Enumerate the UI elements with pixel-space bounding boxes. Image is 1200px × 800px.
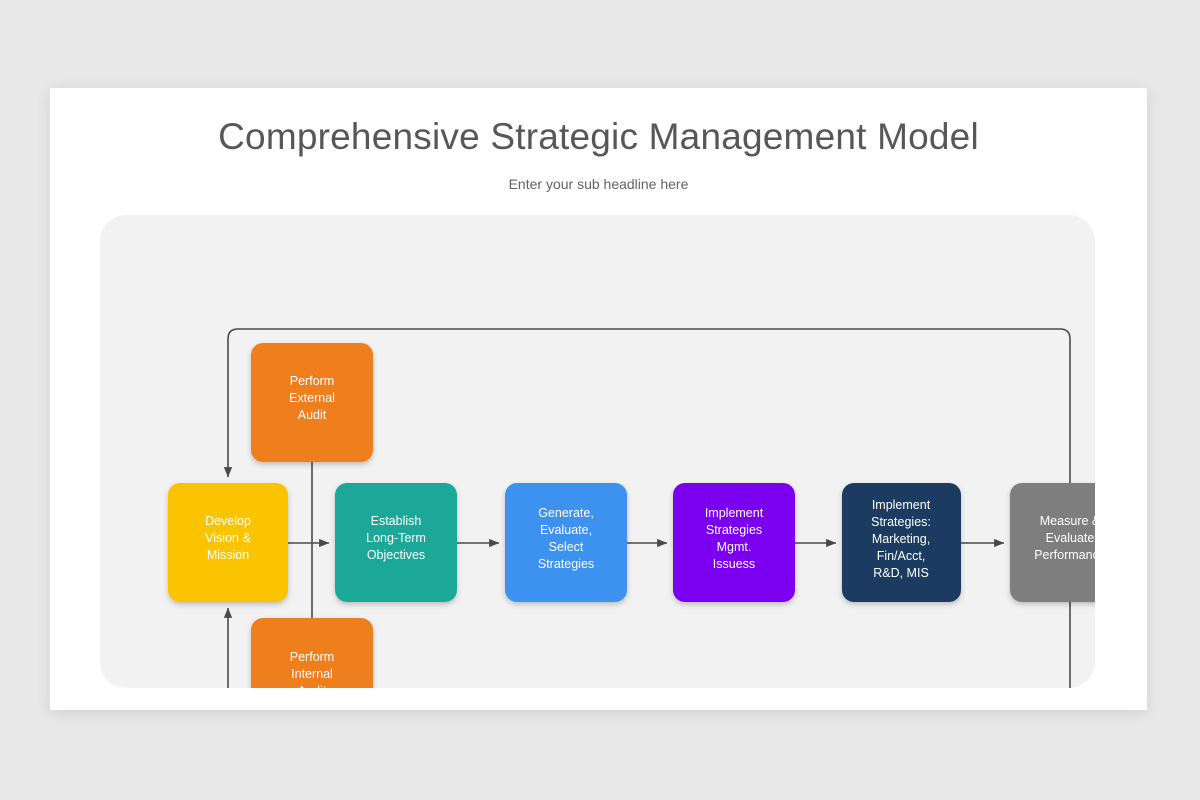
slide-canvas: Comprehensive Strategic Management Model… (50, 88, 1147, 710)
node-vision-mission-shape[interactable] (168, 483, 288, 602)
node-implement-mgmt-issues-line-2: Strategies (706, 523, 762, 537)
node-vision-mission-line-3: Mission (207, 548, 249, 562)
node-select-strategies[interactable]: Generate, Evaluate, Select Strategies (505, 483, 627, 602)
node-long-term-objectives-shape[interactable] (335, 483, 457, 602)
node-select-strategies-line-4: Strategies (538, 557, 594, 571)
node-implement-functional-line-4: Fin/Acct, (877, 549, 926, 563)
node-vision-mission[interactable]: Develop Vision & Mission (168, 483, 288, 602)
node-implement-functional-line-2: Strategies: (871, 515, 931, 529)
node-implement-mgmt-issues-line-4: Issuess (713, 557, 755, 571)
node-external-audit-line-3: Audit (298, 408, 327, 422)
node-select-strategies-shape[interactable] (505, 483, 627, 602)
node-internal-audit-line-1: Perform (290, 650, 334, 664)
node-external-audit-shape[interactable] (251, 343, 373, 462)
node-vision-mission-line-2: Vision & (205, 531, 251, 545)
node-external-audit-line-1: Perform (290, 374, 334, 388)
node-long-term-objectives-line-2: Long-Term (366, 531, 426, 545)
node-internal-audit[interactable]: Perform Internal Audit (251, 618, 373, 688)
node-measure-evaluate-shape[interactable] (1010, 483, 1095, 602)
node-implement-mgmt-issues[interactable]: Implement Strategies Mgmt. Issuess (673, 483, 795, 602)
node-implement-functional-line-5: R&D, MIS (873, 566, 929, 580)
node-internal-audit-shape[interactable] (251, 618, 373, 688)
node-implement-functional-line-3: Marketing, (872, 532, 930, 546)
node-measure-evaluate-line-1: Measure & (1040, 514, 1095, 528)
node-select-strategies-line-2: Evaluate, (540, 523, 592, 537)
node-implement-functional-shape[interactable] (842, 483, 961, 602)
node-internal-audit-line-2: Internal (291, 667, 333, 681)
node-external-audit[interactable]: Perform External Audit (251, 343, 373, 462)
node-select-strategies-line-1: Generate, (538, 506, 594, 520)
node-measure-evaluate[interactable]: Measure & Evaluate Performance (1010, 483, 1095, 602)
node-implement-mgmt-issues-line-3: Mgmt. (717, 540, 752, 554)
strategic-management-flowchart: Perform External Audit Develop Vision & … (168, 328, 1095, 688)
node-implement-mgmt-issues-shape[interactable] (673, 483, 795, 602)
node-long-term-objectives-line-3: Objectives (367, 548, 425, 562)
node-implement-functional[interactable]: Implement Strategies: Marketing, Fin/Acc… (842, 483, 961, 602)
node-internal-audit-line-3: Audit (298, 684, 327, 688)
node-layer: Perform External Audit Develop Vision & … (168, 343, 1095, 688)
node-measure-evaluate-line-2: Evaluate (1046, 531, 1095, 545)
node-measure-evaluate-line-3: Performance (1034, 548, 1095, 562)
node-long-term-objectives[interactable]: Establish Long-Term Objectives (335, 483, 457, 602)
page-title: Comprehensive Strategic Management Model (218, 116, 979, 157)
node-long-term-objectives-line-1: Establish (371, 514, 422, 528)
node-external-audit-line-2: External (289, 391, 335, 405)
node-select-strategies-line-3: Select (549, 540, 584, 554)
node-vision-mission-line-1: Develop (205, 514, 251, 528)
connector-layer (223, 328, 1071, 688)
page-subtitle: Enter your sub headline here (508, 176, 689, 192)
node-implement-mgmt-issues-line-1: Implement (705, 506, 764, 520)
node-implement-functional-line-1: Implement (872, 498, 931, 512)
connector-feedback-top-loop (223, 328, 1071, 483)
